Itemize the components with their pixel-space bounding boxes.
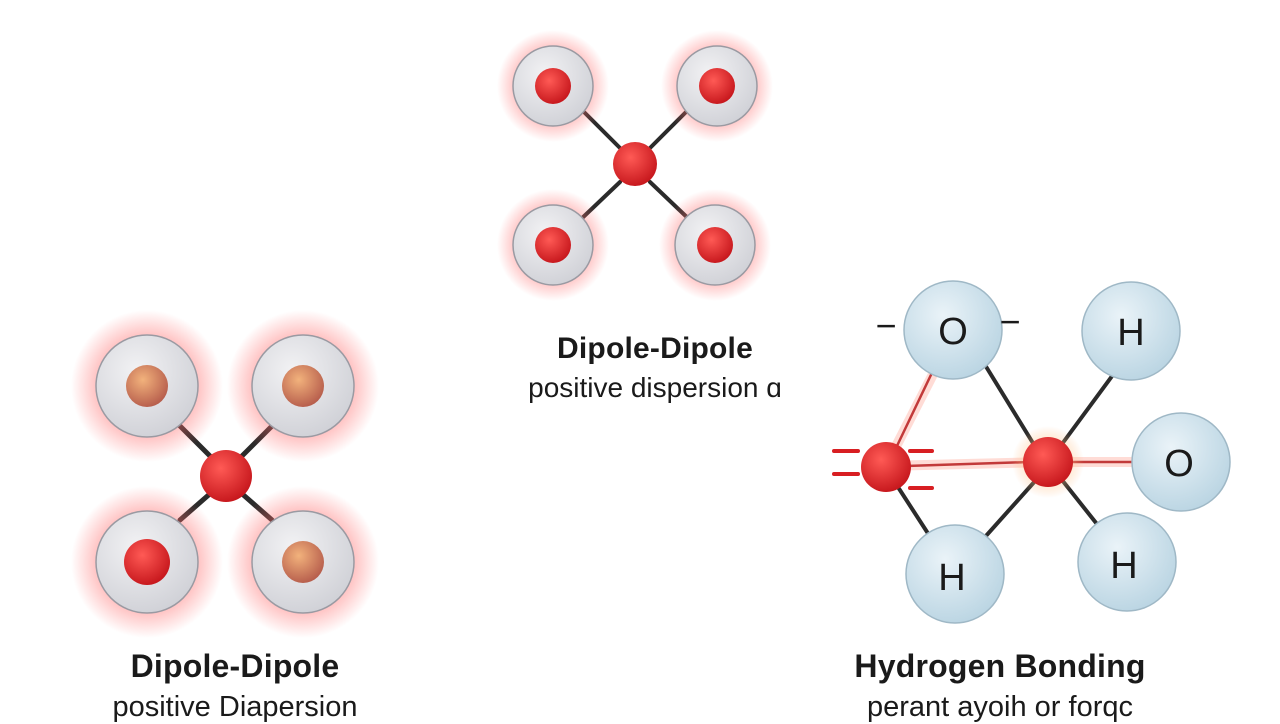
top-center-atom: [613, 142, 657, 186]
right-subtitle: perant ayoih or forqc: [867, 691, 1133, 723]
left-atom-tl: [71, 310, 223, 462]
right-atom-red-center: [1023, 437, 1073, 487]
top-title: Dipole-Dipole: [557, 332, 753, 365]
right-atom-o-top: O: [903, 280, 1003, 380]
right-atom-h-bottom-right-label: H: [1110, 545, 1137, 587]
top-atom-tr: [661, 30, 773, 142]
right-atom-o-right-label: O: [1164, 443, 1194, 485]
left-atom-tr: [227, 310, 379, 462]
left-atom-br: [227, 486, 379, 638]
right-charge-right: −: [999, 301, 1020, 342]
right-title: Hydrogen Bonding: [854, 648, 1146, 684]
left-atom-bl: [71, 486, 223, 638]
right-atom-h-top: H: [1081, 281, 1181, 381]
right-atom-o-top-label: O: [938, 311, 968, 353]
right-atom-h-bottom-right: H: [1077, 512, 1177, 612]
left-subtitle: positive Diapersion: [112, 691, 358, 723]
right-caption: Hydrogen Bonding perant ayoih or forqc: [810, 648, 1190, 724]
left-caption: Dipole-Dipole positive Diapersion: [70, 648, 400, 724]
right-atom-o-right: O: [1131, 412, 1231, 512]
right-atom-red-left: [861, 442, 911, 492]
right-atom-h-top-label: H: [1117, 312, 1144, 354]
right-atom-h-bottom-left: H: [905, 524, 1005, 624]
right-charge-left: −: [875, 305, 896, 346]
right-molecule: O H O H H − −: [832, 280, 1231, 624]
top-caption: Dipole-Dipole positive dispersion ɑ: [490, 332, 820, 404]
left-center-atom: [200, 450, 252, 502]
top-atom-tl: [497, 30, 609, 142]
right-dash-marks: [832, 449, 934, 490]
top-atom-br: [659, 189, 771, 301]
right-atom-h-bottom-left-label: H: [938, 557, 965, 599]
left-title: Dipole-Dipole: [130, 648, 340, 684]
top-subtitle: positive dispersion ɑ: [528, 372, 782, 403]
top-atom-bl: [497, 189, 609, 301]
top-molecule: [497, 30, 773, 301]
left-molecule: [71, 310, 379, 638]
